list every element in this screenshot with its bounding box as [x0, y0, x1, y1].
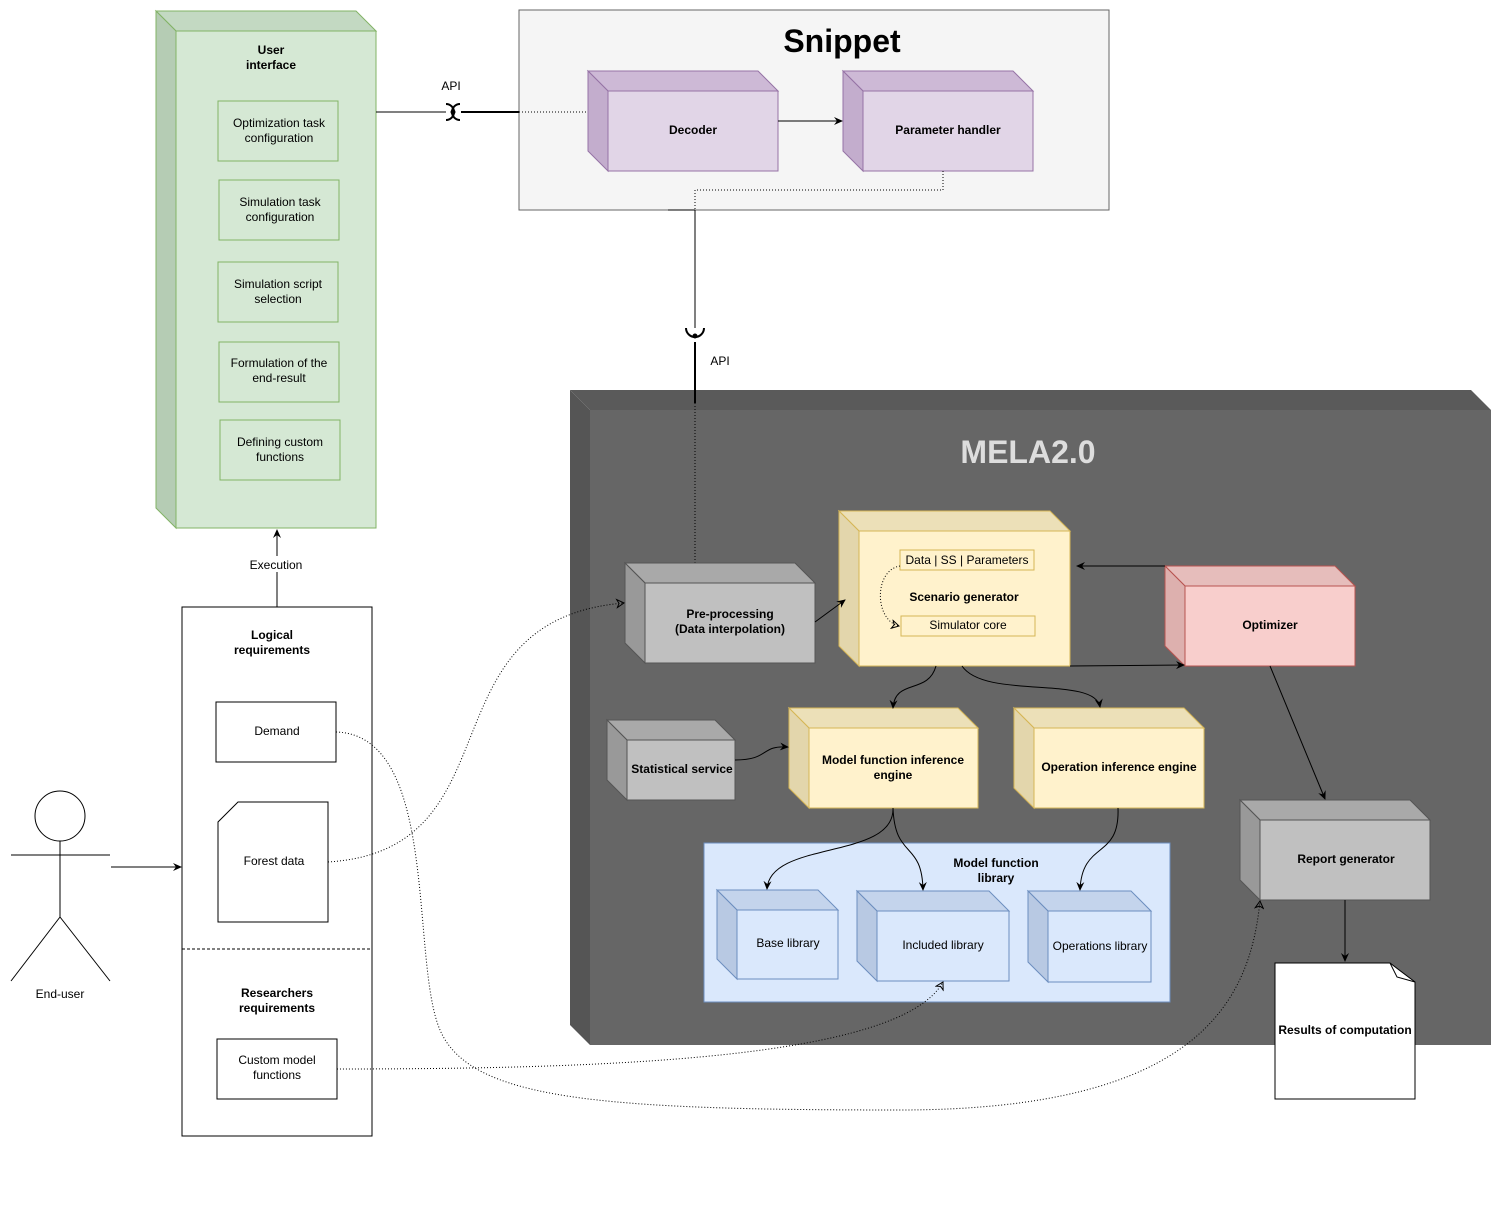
data-params-label: Data | SS | Parameters — [906, 553, 1029, 567]
ui-item-label: end-result — [252, 371, 306, 385]
custom-model-functions-node[interactable]: Custom model functions — [216, 1038, 338, 1100]
logical-requirements-title: requirements — [234, 643, 310, 657]
base-library-label: Base library — [756, 936, 819, 950]
mfie-label: engine — [874, 768, 913, 782]
ui-item-label: configuration — [246, 210, 315, 224]
snippet-title: Snippet — [783, 23, 901, 59]
preprocessing-label: (Data interpolation) — [675, 622, 785, 636]
ui-item-label: Defining custom — [237, 435, 323, 449]
base-library-node[interactable]: Base library — [715, 888, 840, 981]
preprocessing-node[interactable]: Pre-processing (Data interpolation) — [623, 561, 817, 665]
ui-item-label: functions — [256, 450, 304, 464]
ui-item-label: Simulation task — [239, 195, 321, 209]
report-generator-node[interactable]: Report generator — [1238, 798, 1432, 902]
ui-item-label: configuration — [245, 131, 314, 145]
end-user-actor-icon — [10, 790, 111, 982]
results-note[interactable]: Results of computation — [1274, 962, 1416, 1100]
ui-item-label: Formulation of the — [231, 356, 328, 370]
results-label: Results of computation — [1278, 1023, 1411, 1037]
simulator-core-label: Simulator core — [929, 618, 1007, 632]
included-library-node[interactable]: Included library — [855, 889, 1011, 983]
model-function-inference-engine-node[interactable]: Model function inference engine — [787, 706, 980, 810]
report-generator-label: Report generator — [1297, 852, 1395, 866]
mela-title: MELA2.0 — [960, 434, 1095, 470]
ui-item-formulation-end-result[interactable]: Formulation of the end-result — [218, 341, 340, 403]
demand-node[interactable]: Demand — [215, 701, 337, 763]
researchers-requirements-title: requirements — [239, 1001, 315, 1015]
custom-functions-label: Custom model — [238, 1053, 315, 1067]
api-top-interface: API — [376, 79, 588, 121]
ui-item-label: Optimization task — [233, 116, 326, 130]
demand-label: Demand — [254, 724, 299, 738]
ui-item-custom-functions[interactable]: Defining custom functions — [219, 419, 341, 481]
scenario-to-optimizer-edge — [1069, 661, 1185, 670]
logical-requirements-title: Logical — [251, 628, 293, 642]
api-top-label: API — [441, 79, 460, 93]
library-title: Model function — [953, 856, 1038, 870]
user-interface-title-line1: User — [258, 43, 285, 57]
mfie-to-base-library-edge — [763, 807, 894, 890]
scenario-to-mfie-edge — [889, 665, 937, 709]
forest-data-node[interactable]: Forest data — [217, 801, 329, 923]
custom-functions-to-included-library-edge — [336, 982, 943, 1070]
operation-inference-engine-node[interactable]: Operation inference engine — [1012, 706, 1206, 810]
preprocessing-label: Pre-processing — [686, 607, 773, 621]
library-title: library — [978, 871, 1015, 885]
ui-item-label: Simulation script — [234, 277, 323, 291]
ui-item-optimization-task[interactable]: Optimization task configuration — [217, 100, 339, 162]
parameter-handler-node[interactable]: Parameter handler — [841, 69, 1035, 173]
end-user-label: End-user — [36, 987, 85, 1001]
operations-library-label: Operations library — [1053, 939, 1148, 953]
api-mid-interface: API — [685, 327, 730, 403]
simulator-core-box — [900, 615, 1036, 637]
forest-data-label: Forest data — [244, 854, 305, 868]
optimizer-label: Optimizer — [1242, 618, 1298, 632]
execution-label-bg — [245, 556, 307, 572]
decoder-label: Decoder — [669, 123, 717, 137]
execution-label: Execution — [250, 558, 303, 572]
scenario-generator-label: Scenario generator — [909, 590, 1019, 604]
included-library-label: Included library — [902, 938, 983, 952]
mfie-label: Model function inference — [822, 753, 964, 767]
optimizer-node[interactable]: Optimizer — [1163, 564, 1357, 668]
ui-item-simulation-task[interactable]: Simulation task configuration — [218, 179, 340, 241]
custom-functions-label: functions — [253, 1068, 301, 1082]
user-interface-title-line2: interface — [246, 58, 296, 72]
statistical-service-label: Statistical service — [631, 762, 733, 776]
api-mid-label: API — [710, 354, 729, 368]
scenario-generator-node[interactable]: Data | SS | Parameters Scenario generato… — [837, 509, 1072, 668]
operation-engine-to-operations-library-edge — [1076, 807, 1119, 891]
operation-engine-label: Operation inference engine — [1041, 760, 1197, 774]
researchers-requirements-title: Researchers — [241, 986, 313, 1000]
optimizer-to-report-edge — [1269, 665, 1326, 800]
statistical-service-node[interactable]: Statistical service — [605, 718, 737, 802]
ui-item-label: selection — [254, 292, 301, 306]
decoder-node[interactable]: Decoder — [586, 69, 780, 173]
data-params-box — [899, 549, 1035, 571]
scenario-to-operation-engine-edge — [961, 665, 1103, 708]
ui-item-simulation-script[interactable]: Simulation script selection — [217, 261, 339, 323]
statistical-to-mfie-edge — [734, 742, 789, 761]
parameter-handler-label: Parameter handler — [895, 123, 1001, 137]
mfie-to-included-library-edge — [892, 807, 927, 891]
operations-library-node[interactable]: Operations library — [1026, 889, 1153, 984]
preprocessing-to-scenario-edge — [814, 599, 846, 623]
